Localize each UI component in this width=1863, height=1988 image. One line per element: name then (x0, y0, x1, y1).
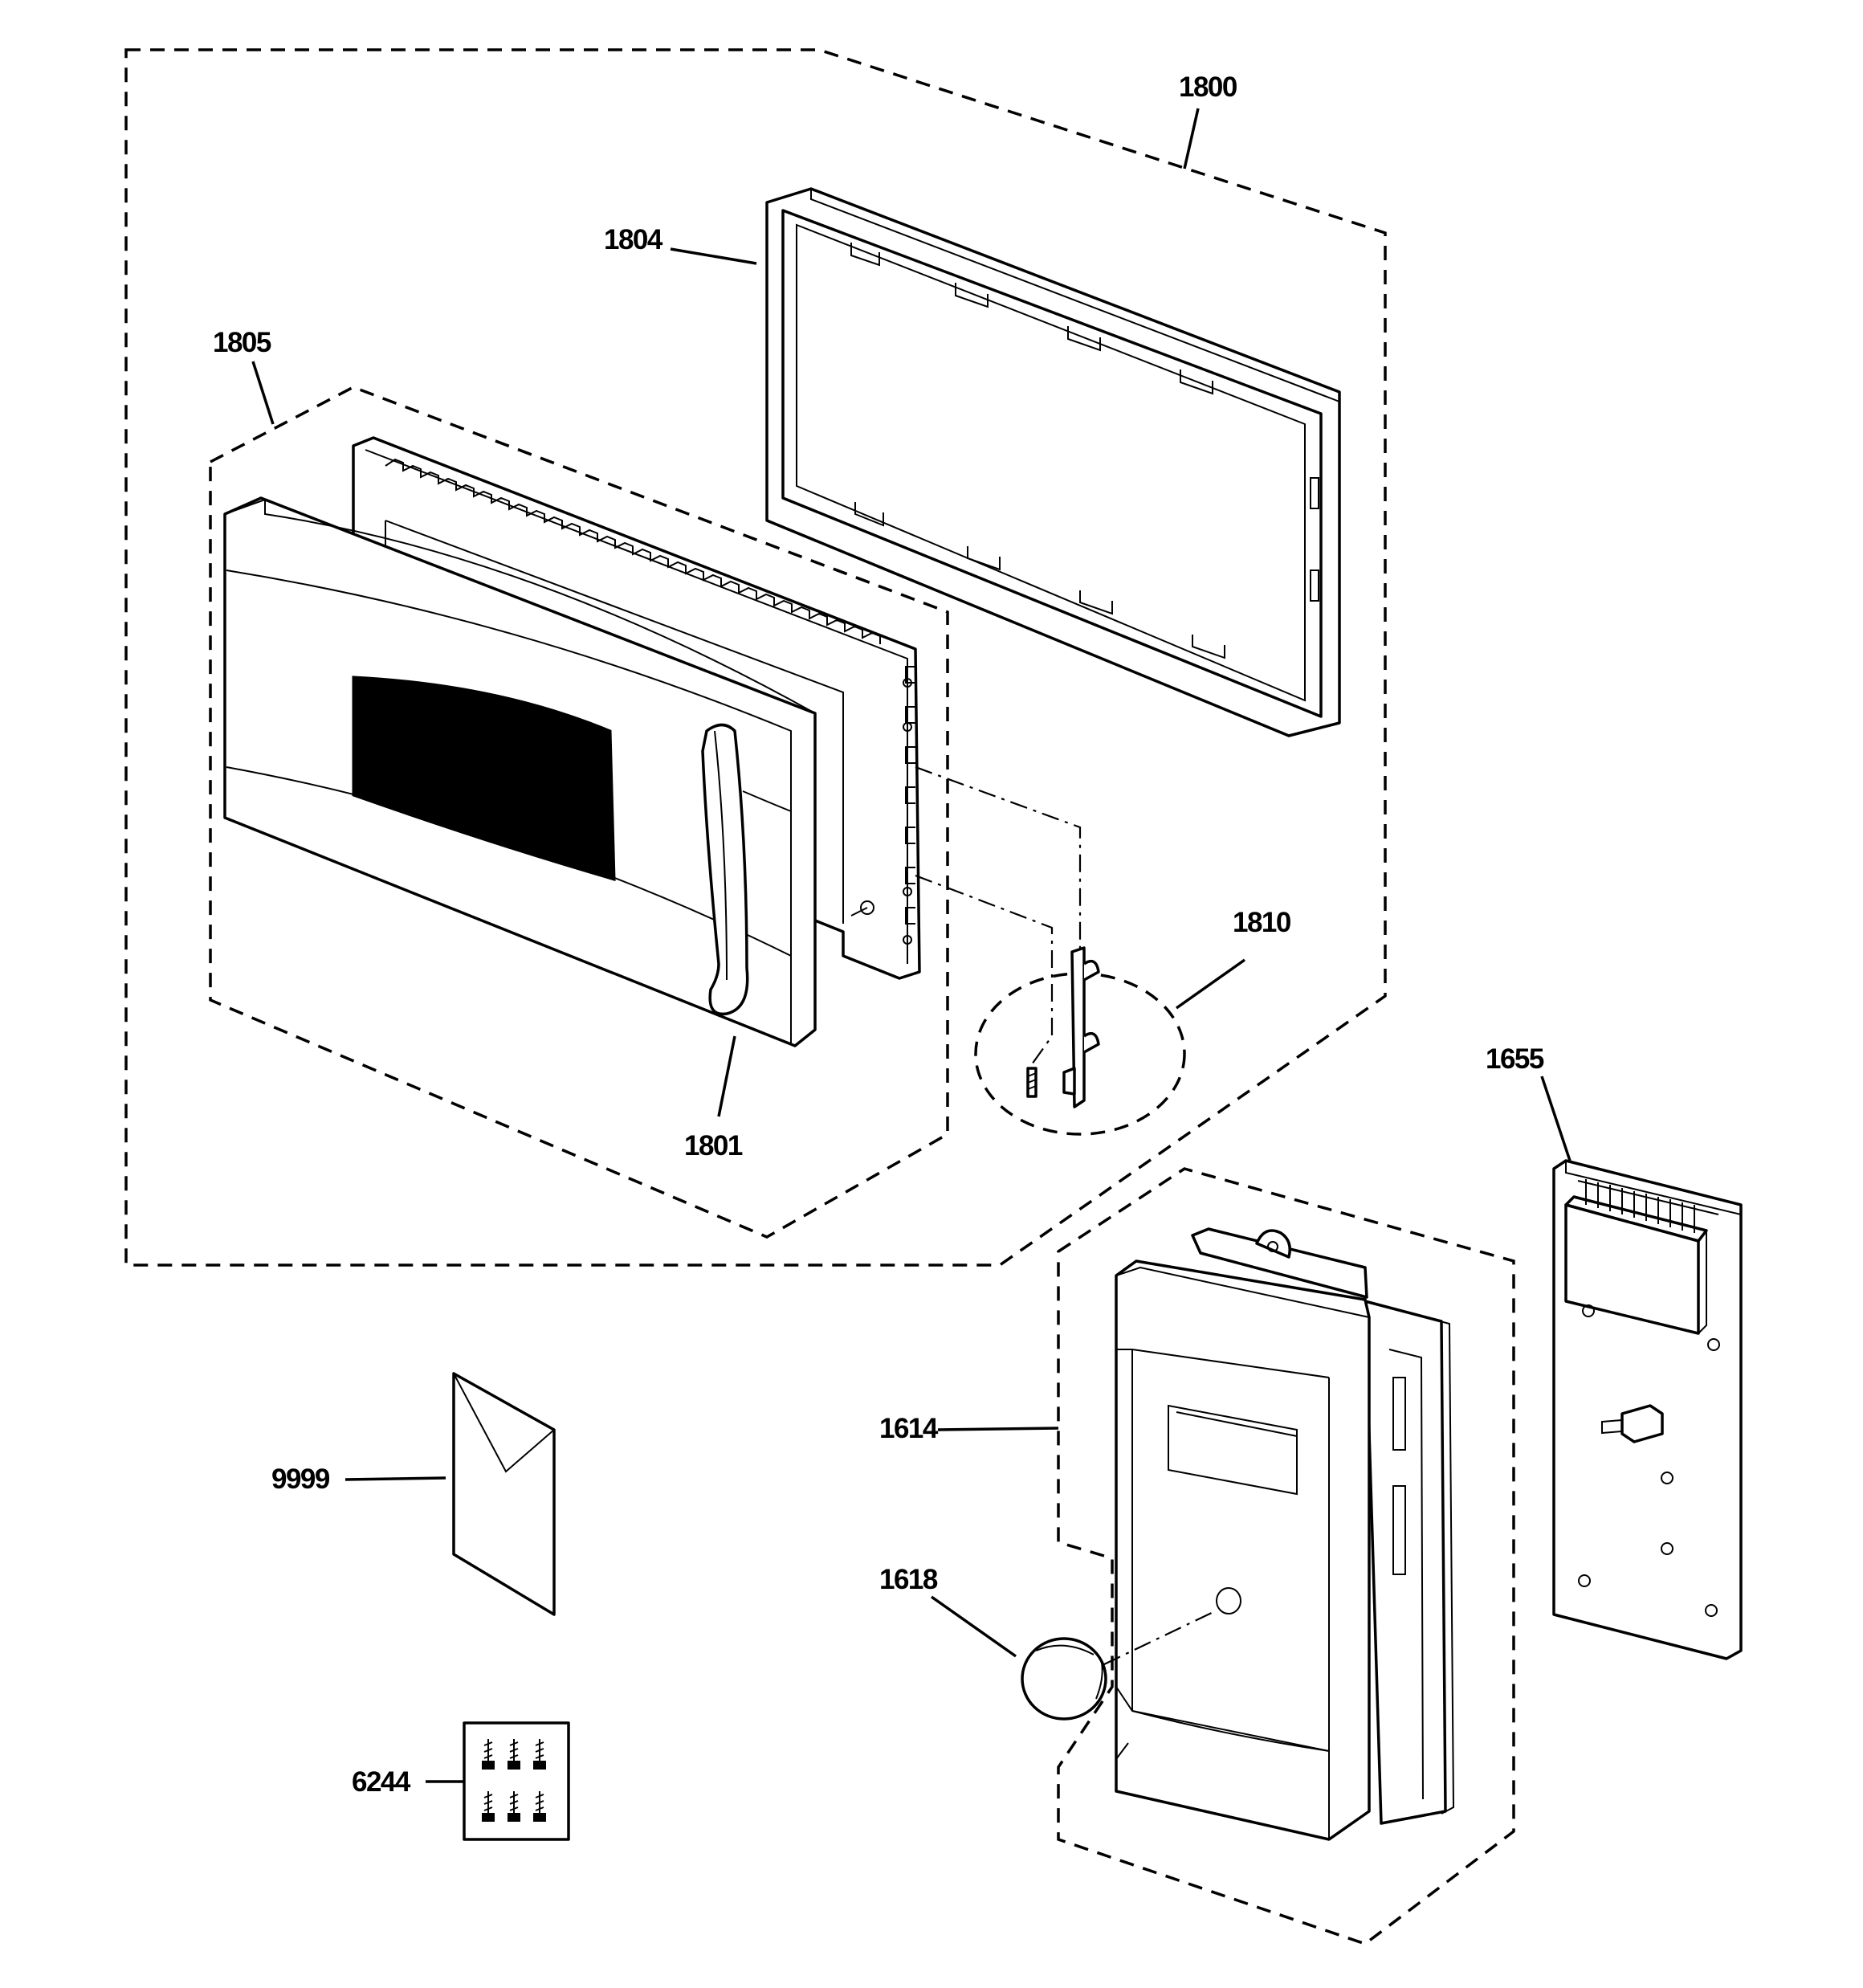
latch-guide-line-1 (915, 765, 1082, 952)
callout-1655: 1655 (1486, 1043, 1544, 1075)
callout-9999: 9999 (271, 1463, 330, 1495)
callout-1618: 1618 (879, 1564, 938, 1595)
leader-lines (251, 108, 1572, 1783)
callout-1614: 1614 (879, 1413, 939, 1444)
envelope-9999 (452, 1372, 556, 1616)
callout-1810: 1810 (1233, 907, 1291, 938)
callout-1804: 1804 (604, 224, 663, 255)
door-frame-1804 (765, 187, 1341, 737)
assembly-1614-outline (1057, 1167, 1515, 1945)
latch-1810 (1026, 946, 1100, 1108)
control-panel-1614 (1115, 1227, 1455, 1841)
knob-guide-line (1103, 1610, 1217, 1665)
knob-1618 (1021, 1637, 1107, 1721)
callout-1805: 1805 (213, 327, 271, 358)
latch-guide-line-2 (915, 874, 1054, 1065)
callout-6244: 6244 (352, 1766, 411, 1798)
callout-1801: 1801 (684, 1130, 743, 1161)
control-board-1655 (1552, 1159, 1743, 1660)
assembly-1805-outline (209, 386, 949, 1239)
assembly-1800-outline (124, 48, 1387, 1267)
door-front-1801 (223, 496, 817, 1047)
screw-bag-6244 (463, 1721, 570, 1841)
callout-1800: 1800 (1179, 71, 1237, 103)
door-window (352, 676, 616, 882)
